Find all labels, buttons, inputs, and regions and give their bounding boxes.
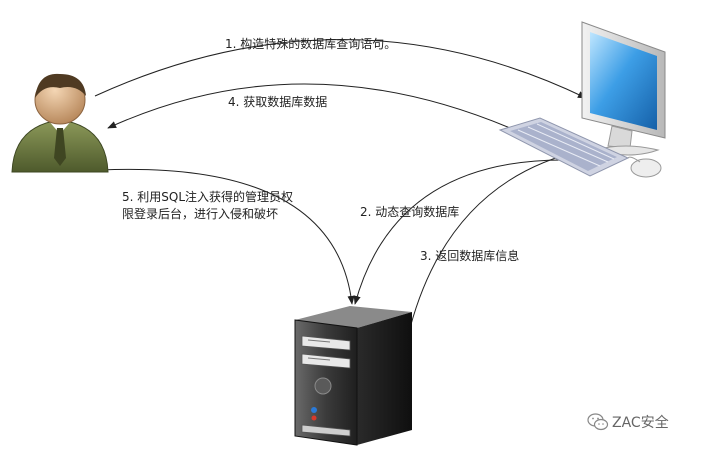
step5-label-line2: 限登录后台，进行入侵和破坏 [122, 207, 279, 221]
step4-label: 4. 获取数据库数据 [228, 95, 328, 109]
server-tower-icon [294, 306, 412, 446]
wechat-icon [587, 413, 609, 431]
user-icon [11, 73, 109, 173]
step3-label: 3. 返回数据库信息 [420, 249, 520, 263]
arrow-step4 [107, 83, 511, 129]
step5-label-line1: 5. 利用SQL注入获得的管理员权 [122, 190, 294, 204]
watermark-text: ZAC安全 [612, 415, 669, 431]
arrow-step1 [94, 39, 587, 99]
arrow-step5 [99, 168, 355, 305]
arrow-step2 [353, 159, 569, 305]
step2-label: 2. 动态查询数据库 [360, 205, 460, 219]
desktop-computer-icon [498, 21, 666, 178]
step5-label: 5. 利用SQL注入获得的管理员权 限登录后台，进行入侵和破坏 [122, 189, 312, 223]
step1-label: 1. 构造特殊的数据库查询语句。 [225, 37, 397, 51]
arrow-step3 [409, 148, 585, 329]
watermark: ZAC安全 [587, 412, 669, 432]
